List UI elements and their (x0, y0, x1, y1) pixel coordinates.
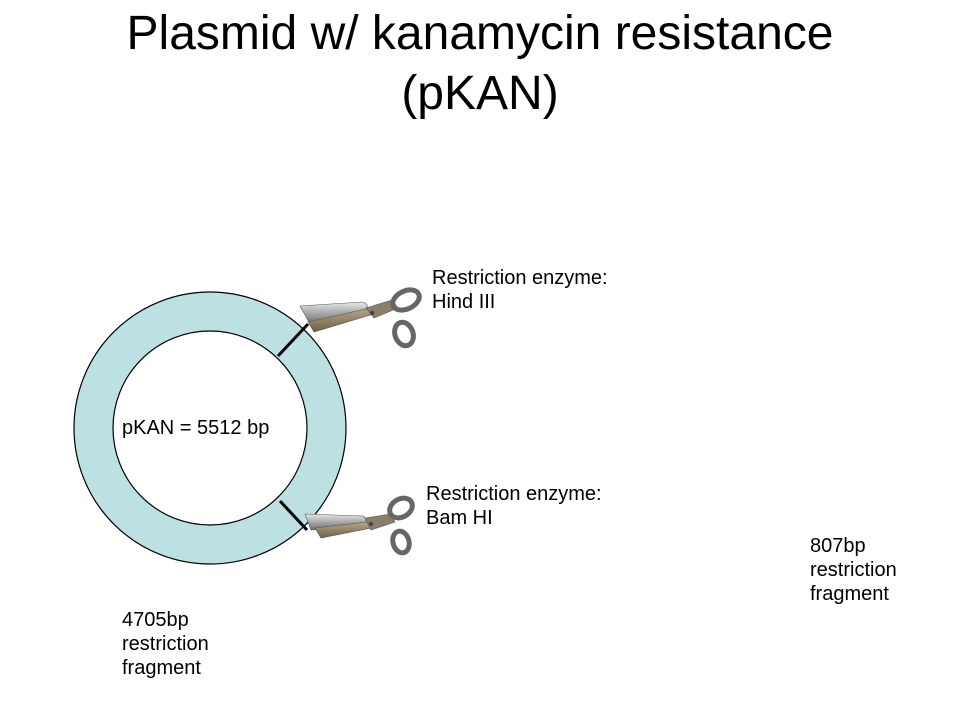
bam-hi-cut-site (278, 499, 309, 532)
bam-hi-label-line-1: Restriction enzyme: (426, 483, 602, 505)
bam-hi-label-line-2: Bam HI (426, 507, 493, 529)
title-line-2: (pKAN) (401, 67, 559, 120)
hind-iii-label-line-2: Hind III (432, 291, 496, 313)
scissors-icon (299, 287, 422, 349)
plasmid-ring (73, 291, 347, 565)
hind-iii-cut-site (276, 322, 310, 358)
large-fragment-line-1: 4705bp (122, 609, 189, 631)
large-fragment-label: 4705bp restriction fragment (122, 608, 209, 680)
plasmid-ring-inner-edge (112, 330, 308, 526)
small-fragment-line-3: fragment (810, 583, 889, 605)
plasmid-ring-outer-edge (73, 291, 347, 565)
plasmid-ring-body (74, 292, 346, 564)
bam-hi-label: Restriction enzyme: Bam HI (426, 482, 602, 530)
scissors-icon (304, 495, 415, 556)
hind-iii-label: Restriction enzyme: Hind III (432, 266, 608, 314)
hind-iii-label-line-1: Restriction enzyme: (432, 267, 608, 289)
plasmid-size-label: pKAN = 5512 bp (122, 417, 270, 439)
title-line-1: Plasmid w/ kanamycin resistance (126, 7, 834, 60)
small-fragment-line-2: restriction (810, 559, 897, 581)
small-fragment-label: 807bp restriction fragment (810, 534, 897, 606)
large-fragment-line-2: restriction (122, 633, 209, 655)
slide-title: Plasmid w/ kanamycin resistance (pKAN) (0, 4, 960, 124)
large-fragment-line-3: fragment (122, 657, 201, 679)
small-fragment-line-1: 807bp (810, 535, 866, 557)
